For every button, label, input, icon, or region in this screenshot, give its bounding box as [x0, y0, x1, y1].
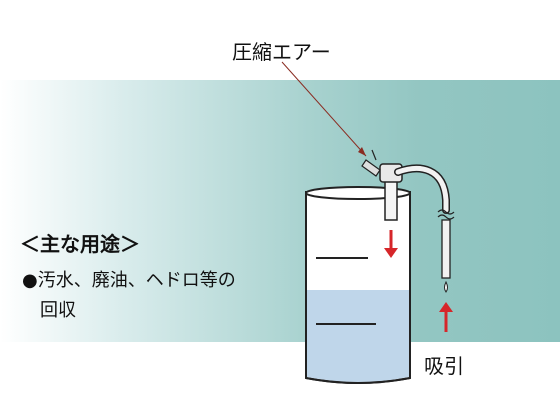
usage-heading: ＜主な用途＞ — [20, 232, 140, 256]
background-band — [0, 80, 560, 342]
air-nozzle — [361, 159, 381, 177]
usage-line-2: 回収 — [40, 300, 76, 321]
down-arrow-icon — [384, 230, 398, 258]
suction-label: 吸引 — [424, 354, 464, 378]
suction-hose — [441, 219, 451, 279]
pump-tube — [384, 179, 398, 221]
up-arrow-icon — [439, 302, 453, 332]
drum-liquid — [307, 290, 409, 382]
air-pointer-line — [281, 61, 367, 157]
compressed-air-label: 圧縮エアー — [232, 40, 331, 64]
usage-line-1: ●汚水、廃油、ヘドロ等の — [22, 270, 236, 291]
drip — [444, 280, 448, 293]
hose-break-mark — [437, 209, 455, 215]
